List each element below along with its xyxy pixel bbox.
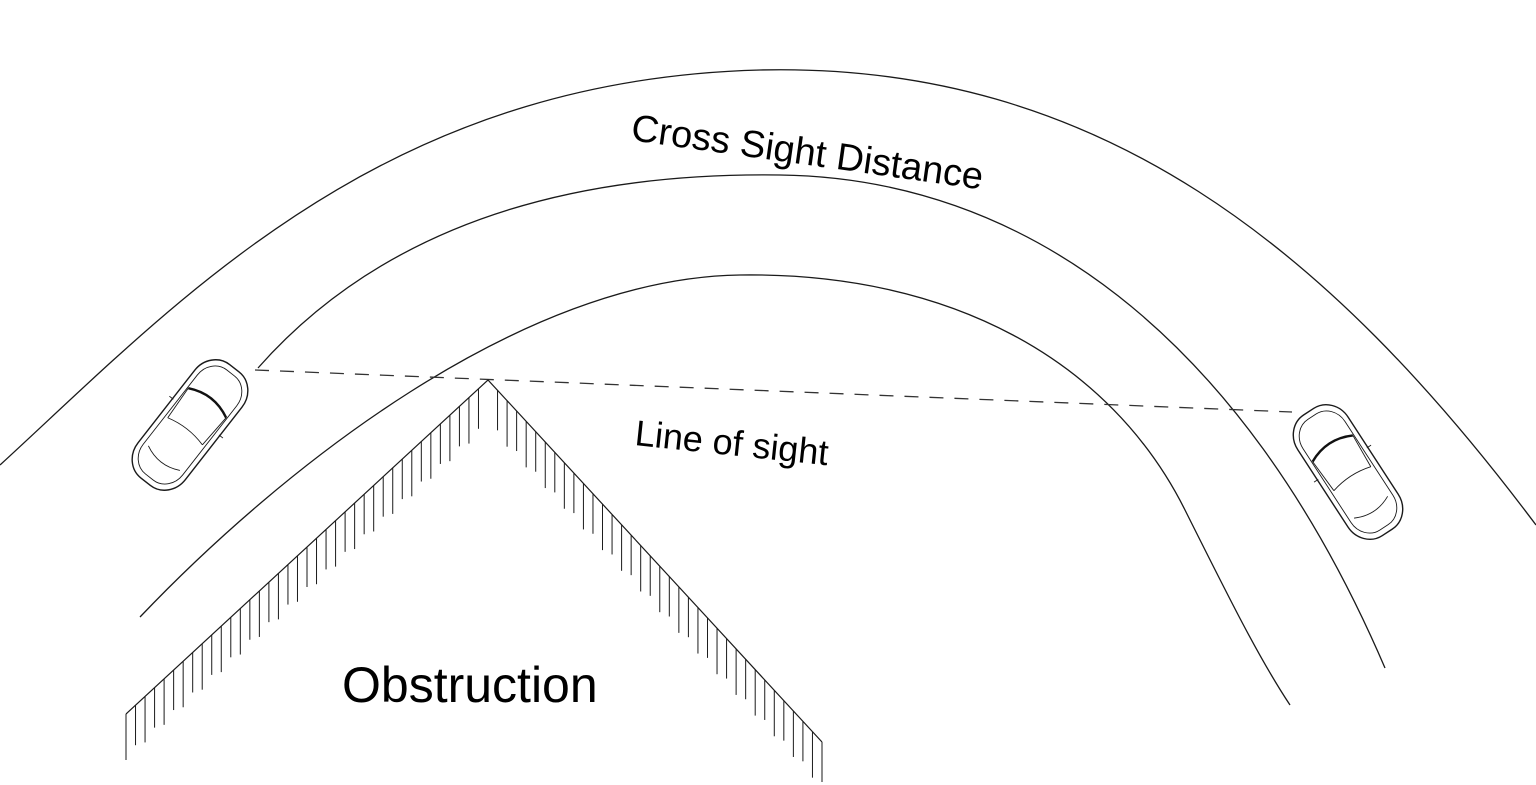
road-outer-edge xyxy=(0,69,1536,526)
road-middle-edge xyxy=(257,174,1386,669)
observer-vehicle xyxy=(131,359,249,491)
target-vehicle xyxy=(1292,404,1404,540)
obstruction-hatching xyxy=(125,388,823,782)
road-inner-edge xyxy=(139,274,1291,706)
obstruction-label: Obstruction xyxy=(342,657,598,713)
line-of-sight-label: Line of sight xyxy=(633,412,830,473)
obstruction-edge xyxy=(125,379,823,743)
obstruction-wedge xyxy=(125,379,823,782)
cross-sight-distance-label: Cross Sight Distance xyxy=(629,107,986,198)
